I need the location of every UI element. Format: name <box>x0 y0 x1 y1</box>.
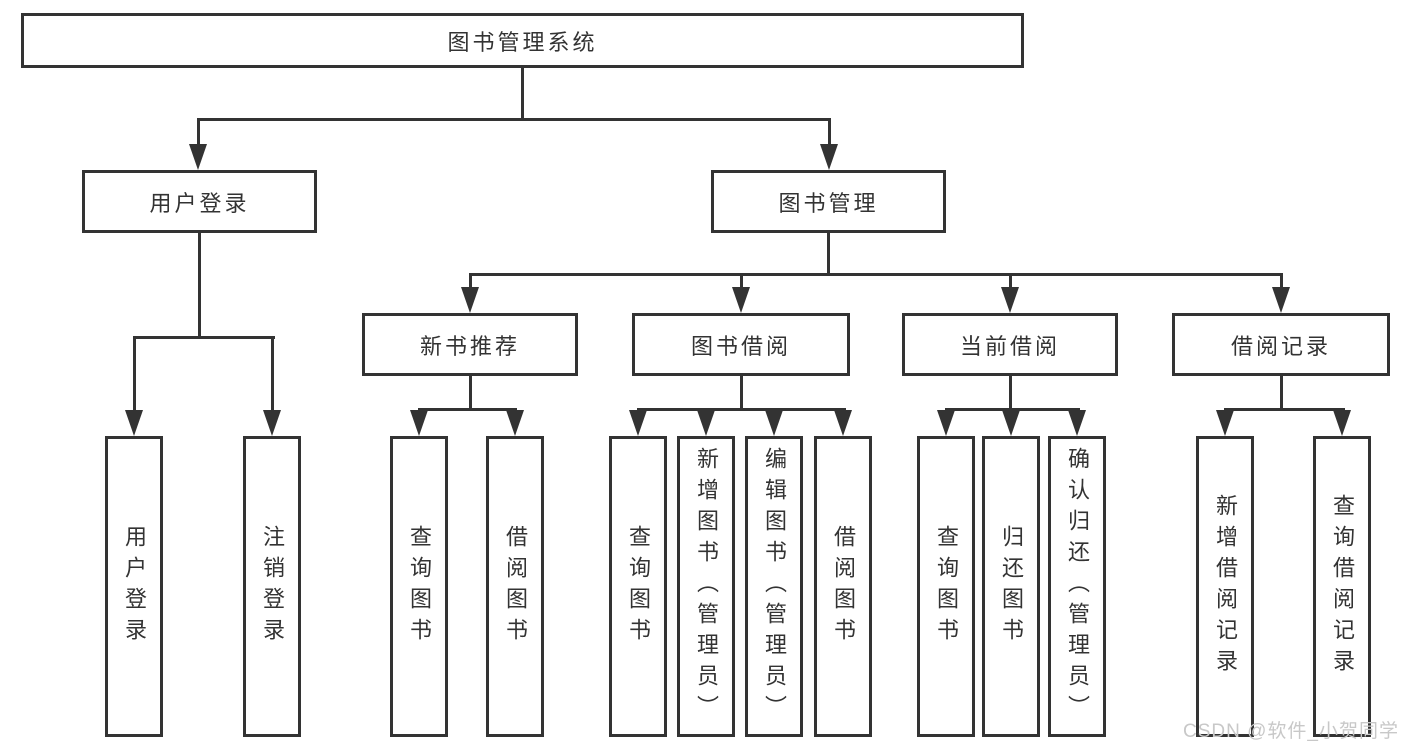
arrow-down-icon <box>629 410 647 436</box>
arrow-down-icon <box>189 144 207 170</box>
node-new-book-recommend-label: 新书推荐 <box>419 333 520 359</box>
leaf-user-login-label: 用户登录 <box>122 524 147 649</box>
leaf-return-book: 归还图书 <box>982 436 1040 737</box>
leaf-logout-label: 注销登录 <box>260 524 285 649</box>
leaf-user-login: 用户登录 <box>105 436 163 737</box>
arrow-down-icon <box>937 410 955 436</box>
node-borrow-records: 借阅记录 <box>1172 313 1390 376</box>
leaf-edit-book-admin-label: 编辑图书（管理员） <box>762 447 787 726</box>
arrow-down-icon <box>1272 287 1290 313</box>
arrow-down-icon <box>834 410 852 436</box>
connector-line <box>740 376 743 411</box>
node-new-book-recommend: 新书推荐 <box>362 313 578 376</box>
leaf-query-books-1-label: 查询图书 <box>407 524 432 649</box>
leaf-add-book-admin-label: 新增图书（管理员） <box>694 447 719 726</box>
arrow-down-icon <box>697 410 715 436</box>
arrow-down-icon <box>1001 287 1019 313</box>
node-current-borrow-label: 当前借阅 <box>959 333 1060 359</box>
connector-line <box>197 118 831 121</box>
connector-line <box>637 408 846 411</box>
connector-line <box>469 273 1283 276</box>
node-book-borrow-label: 图书借阅 <box>690 333 791 359</box>
leaf-query-books-3: 查询图书 <box>917 436 975 737</box>
leaf-confirm-return-admin: 确认归还（管理员） <box>1048 436 1106 737</box>
arrow-down-icon <box>1002 410 1020 436</box>
node-user-login: 用户登录 <box>82 170 317 233</box>
arrow-down-icon <box>765 410 783 436</box>
arrow-down-icon <box>1068 410 1086 436</box>
leaf-query-books-1: 查询图书 <box>390 436 448 737</box>
arrow-down-icon <box>461 287 479 313</box>
leaf-add-borrow-record: 新增借阅记录 <box>1196 436 1254 737</box>
leaf-add-borrow-record-label: 新增借阅记录 <box>1213 493 1238 680</box>
arrow-down-icon <box>820 144 838 170</box>
connector-line <box>1280 376 1283 411</box>
connector-line <box>198 233 201 339</box>
connector-line <box>827 233 830 276</box>
leaf-edit-book-admin: 编辑图书（管理员） <box>745 436 803 737</box>
arrow-down-icon <box>263 410 281 436</box>
connector-line <box>1009 376 1012 411</box>
leaf-borrow-books-2-label: 借阅图书 <box>831 524 856 649</box>
node-book-management-label: 图书管理 <box>778 190 879 216</box>
connector-line <box>469 273 472 293</box>
arrow-down-icon <box>732 287 750 313</box>
connector-line <box>1280 273 1283 293</box>
connector-line <box>418 408 517 411</box>
arrow-down-icon <box>125 410 143 436</box>
leaf-borrow-books-1-label: 借阅图书 <box>503 524 528 649</box>
connector-line <box>521 68 524 118</box>
connector-line <box>133 336 275 339</box>
arrow-down-icon <box>410 410 428 436</box>
leaf-query-books-3-label: 查询图书 <box>934 524 959 649</box>
leaf-query-books-2-label: 查询图书 <box>626 524 651 649</box>
node-root-label: 图书管理系统 <box>447 29 598 55</box>
leaf-query-books-2: 查询图书 <box>609 436 667 737</box>
csdn-watermark: CSDN @软件_小贺同学 <box>1183 721 1399 742</box>
connector-line <box>133 336 136 416</box>
leaf-add-book-admin: 新增图书（管理员） <box>677 436 735 737</box>
connector-line <box>828 118 831 150</box>
connector-line <box>271 336 274 416</box>
arrow-down-icon <box>506 410 524 436</box>
connector-line <box>1009 273 1012 293</box>
node-book-borrow: 图书借阅 <box>632 313 850 376</box>
leaf-return-book-label: 归还图书 <box>999 524 1024 649</box>
node-book-management: 图书管理 <box>711 170 946 233</box>
leaf-borrow-books-2: 借阅图书 <box>814 436 872 737</box>
leaf-borrow-books-1: 借阅图书 <box>486 436 544 737</box>
connector-line <box>1224 408 1345 411</box>
leaf-query-borrow-record-label: 查询借阅记录 <box>1330 493 1355 680</box>
node-root: 图书管理系统 <box>21 13 1024 68</box>
node-current-borrow: 当前借阅 <box>902 313 1118 376</box>
leaf-query-borrow-record: 查询借阅记录 <box>1313 436 1371 737</box>
connector-line <box>197 118 200 150</box>
connector-line <box>945 408 1080 411</box>
leaf-confirm-return-admin-label: 确认归还（管理员） <box>1065 447 1090 726</box>
connector-line <box>469 376 472 411</box>
node-borrow-records-label: 借阅记录 <box>1230 333 1331 359</box>
leaf-logout: 注销登录 <box>243 436 301 737</box>
node-user-login-label: 用户登录 <box>149 190 250 216</box>
arrow-down-icon <box>1216 410 1234 436</box>
arrow-down-icon <box>1333 410 1351 436</box>
connector-line <box>740 273 743 293</box>
